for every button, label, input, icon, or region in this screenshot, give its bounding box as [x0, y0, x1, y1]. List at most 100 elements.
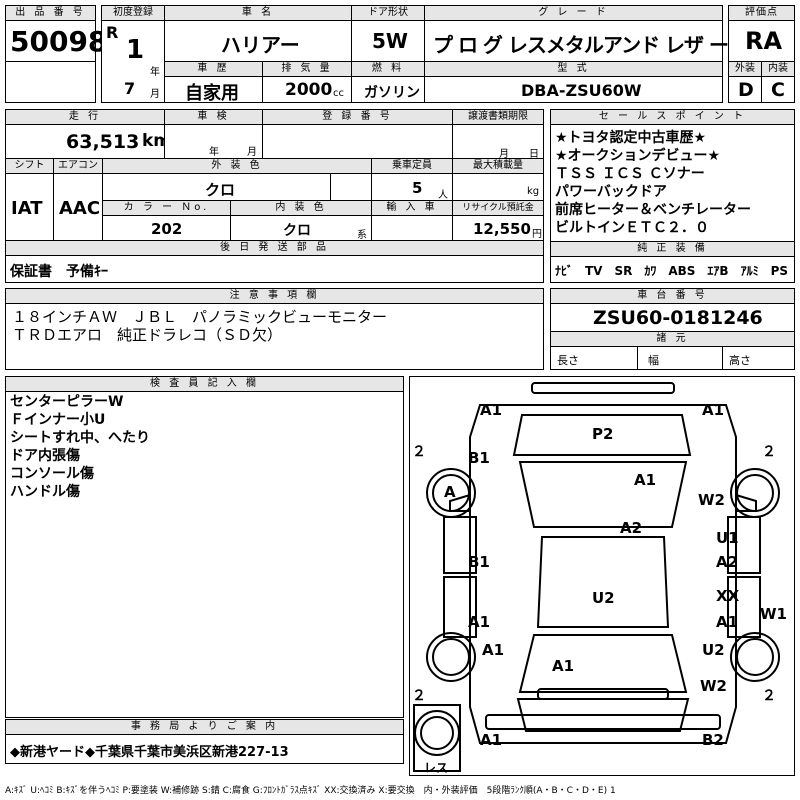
ext-grade: D — [738, 79, 754, 101]
lot-label: 出 品 番 号 — [5, 5, 96, 21]
sales-line: パワーバックドア — [555, 184, 667, 200]
sales-cell: ★トヨタ認定中古車歴★ ★オークションデビュー★ ＴＳＳ ＩＣＳ Ｃソナー パワ… — [550, 124, 795, 242]
name-label: 車 名 — [164, 5, 352, 21]
ext-color-label: 外 装 色 — [102, 158, 372, 174]
damage-mark: P2 — [592, 425, 614, 443]
load-cell: kg — [452, 173, 544, 201]
damage-mark: B2 — [702, 731, 724, 749]
sales-line: 前席ヒーター＆ベンチレーター — [555, 202, 751, 218]
damage-mark: A2 — [620, 519, 643, 537]
lot-number: 50098 — [10, 25, 108, 58]
later-cell: 保証書 予備ｷｰ — [5, 255, 544, 283]
length-cell: 長さ — [550, 346, 638, 370]
inspection-cell: 年 月 — [164, 124, 263, 159]
transfer-label: 譲渡書類期限 — [452, 109, 544, 125]
sales-line: ＴＳＳ ＩＣＳ Ｃソナー — [555, 166, 705, 182]
sales-line: ★トヨタ認定中古車歴★ — [555, 130, 707, 146]
score-cell: RA — [728, 20, 795, 62]
seats-label: 乗車定員 — [371, 158, 453, 174]
damage-mark: B1 — [468, 449, 490, 467]
sales-line: ビルトインＥＴＣ２．０ — [555, 220, 709, 236]
lot-cell: 50098 — [5, 20, 107, 62]
grade-cell: プ ロ グ レスメタルアンド レザ ーP — [424, 20, 743, 62]
equip-cell: ﾅﾋﾞ TV SR ｶﾜ ABS ｴｱB ｱﾙﾐ PS PW — [550, 256, 800, 283]
damage-mark: A1 — [480, 401, 503, 419]
equip-label: 純 正 装 備 — [550, 241, 795, 257]
recycle-unit: 円 — [532, 229, 542, 240]
sales-label: セ ー ル ス ポ イ ン ト — [550, 109, 795, 125]
damage-mark: W2 — [700, 677, 727, 695]
recycle-cell: 12,550 円 — [452, 215, 544, 241]
transfer-month-unit: 月 — [499, 149, 509, 160]
damage-mark: A1 — [634, 471, 657, 489]
import-label: 輸 入 車 — [371, 200, 453, 216]
chassis-cell: ZSU60-0181246 — [550, 303, 795, 332]
name-cell: ハリアー — [164, 20, 352, 62]
tire-rear-right: ２ — [762, 688, 776, 704]
tire-rear-left: ２ — [412, 688, 426, 704]
int-label: 内装 — [761, 61, 795, 77]
door-cell: 5W — [351, 20, 425, 62]
damage-mark: W2 — [698, 491, 725, 509]
car-outline — [413, 382, 780, 772]
fuel-label: 燃 料 — [351, 61, 425, 77]
notes-label: 注 意 事 項 欄 — [5, 288, 544, 304]
color-no-cell: 202 — [102, 215, 231, 241]
recycle: 12,550 — [473, 220, 531, 238]
history: 自家用 — [185, 83, 239, 104]
legend: A:ｷｽﾞ U:ﾍｺﾐ B:ｷｽﾞを伴うﾍｺﾐ P:要塗装 W:補修跡 S:錆 … — [5, 786, 616, 796]
height-label: 高さ — [729, 354, 751, 367]
notes-line: １８インチＡＷ ＪＢＬ パノラミックビューモニター — [12, 308, 388, 326]
spare-tire: レス — [424, 761, 449, 775]
office-text: ◆新港ヤード◆千葉県千葉市美浜区新港227-13 — [10, 745, 289, 760]
shift-label: シフト — [5, 158, 54, 174]
reg-month: 7 — [124, 79, 136, 98]
damage-mark: A1 — [480, 731, 503, 749]
history-label: 車 歴 — [164, 61, 263, 77]
first-reg-cell: R 1 年 7 月 — [101, 20, 165, 103]
inspection-label: 車 検 — [164, 109, 263, 125]
model-cell: DBA-ZSU60W — [424, 76, 723, 103]
score-label: 評価点 — [728, 5, 795, 21]
later-parts: 保証書 予備ｷｰ — [10, 264, 108, 280]
inspector-line: ハンドル傷 — [10, 484, 80, 500]
disp-cell: 2000 cc — [262, 76, 352, 103]
ac-label: エアコン — [53, 158, 103, 174]
displacement: 2000 — [285, 80, 333, 100]
mileage-label: 走 行 — [5, 109, 165, 125]
sales-line: ★オークションデビュー★ — [555, 148, 721, 164]
year-unit: 年 — [150, 67, 160, 78]
reg-number-label: 登 録 番 号 — [262, 109, 453, 125]
int-color: クロ — [283, 223, 311, 239]
lot-blank — [5, 61, 96, 103]
spec-label: 諸 元 — [550, 331, 795, 347]
notes-line: ＴＲＤエアロ 純正ドラレコ（ＳＤ欠） — [12, 326, 283, 344]
int-color-cell: クロ 系 — [230, 215, 372, 241]
damage-mark: A1 — [482, 641, 505, 659]
car-name: ハリアー — [221, 33, 300, 57]
later-label: 後 日 発 送 部 品 — [5, 240, 544, 256]
disp-unit: cc — [333, 88, 344, 99]
inspector-line: シートすれ中、へたり — [10, 430, 150, 446]
ext-color-cell: クロ — [102, 173, 331, 201]
fuel: ガソリン — [364, 85, 420, 101]
color-no: 202 — [151, 220, 183, 238]
ext-color: クロ — [205, 181, 236, 199]
reg-number-cell — [262, 124, 453, 159]
shift: IAT — [11, 198, 43, 219]
transfer-cell: 月 日 — [452, 124, 544, 160]
damage-mark: U2 — [702, 641, 725, 659]
chassis-label: 車 台 番 号 — [550, 288, 795, 304]
model-label: 型 式 — [424, 61, 723, 77]
recycle-label: リサイクル預託金 — [452, 200, 544, 216]
damage-mark: A1 — [552, 657, 575, 675]
seats-unit: 人 — [438, 190, 448, 201]
inspection-year-unit: 年 — [209, 147, 219, 158]
tire-front-left: ２ — [412, 444, 426, 460]
ac-cell: AAC — [53, 173, 103, 241]
damage-mark: A1 — [716, 613, 739, 631]
int-color-unit: 系 — [357, 230, 367, 241]
car-diagram: ２ ２ ２ ２ レス A1 A1 P2 B1 A A1 W2 A2 U1 A2 … — [409, 376, 795, 776]
disp-label: 排 気 量 — [262, 61, 352, 77]
inspector-line: コンソール傷 — [10, 466, 94, 482]
